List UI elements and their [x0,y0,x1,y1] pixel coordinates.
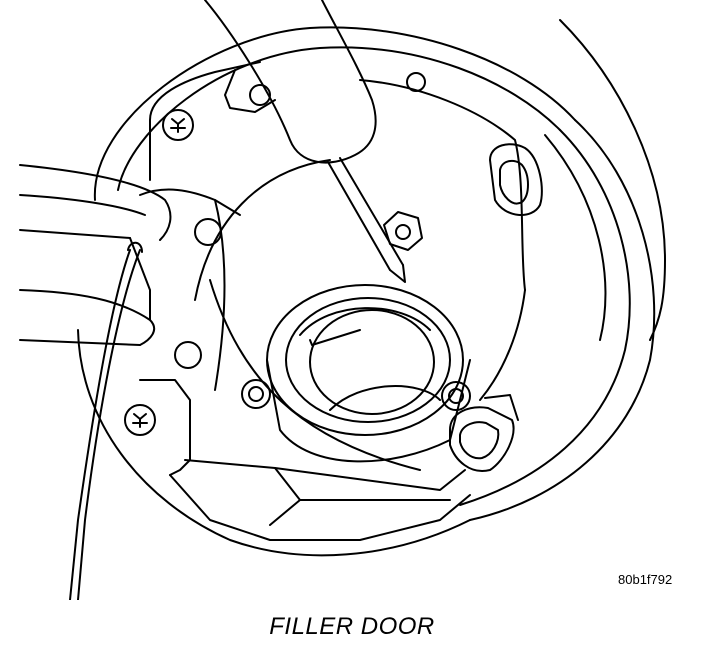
panel-holes [124,72,426,436]
latch-slots [449,143,543,472]
filler-neck-ring [266,284,471,463]
figure-caption: FILLER DOOR [269,613,435,640]
ring-screws [241,379,471,411]
door-hinge-arm [19,164,172,346]
recess-panel [139,61,526,541]
center-bolt [383,211,423,251]
filler-door-illustration [19,0,666,600]
figure-code-label: 80b1f792 [618,572,673,587]
prop-rod [69,241,143,600]
screwdriver [204,0,406,283]
